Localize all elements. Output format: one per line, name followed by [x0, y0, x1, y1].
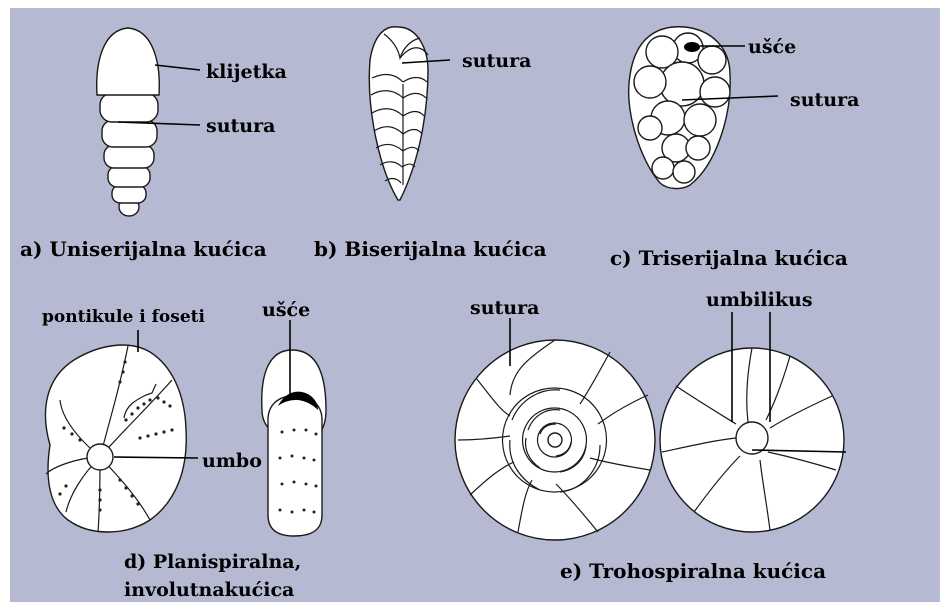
- label-sutura-e: sutura: [470, 297, 539, 319]
- label-sutura-c: sutura: [790, 89, 859, 111]
- planispiral-edge-view: [262, 350, 326, 536]
- caption-a: a) Uniserijalna kućica: [20, 237, 267, 261]
- label-sutura-a: sutura: [206, 115, 275, 137]
- label-sutura-b: sutura: [462, 50, 531, 72]
- caption-d-line2: involutnakućica: [124, 579, 294, 601]
- label-umbilikus: umbilikus: [706, 289, 813, 311]
- trochospiral-spiral-side: [455, 340, 655, 540]
- label-usce-d: ušće: [262, 299, 310, 321]
- label-usce-c: ušće: [748, 36, 796, 58]
- caption-b: b) Biserijalna kućica: [314, 237, 547, 261]
- biserial-shell: [369, 27, 428, 200]
- umbo-leader: [114, 457, 198, 458]
- caption-d-line1: d) Planispiralna,: [124, 551, 301, 573]
- klijetka-leader: [155, 65, 200, 70]
- trochospiral-umbilical-side: [660, 348, 844, 532]
- label-umbo: umbo: [202, 450, 262, 472]
- caption-e: e) Trohospiralna kućica: [560, 559, 826, 583]
- label-pontikule: pontikule i foseti: [42, 307, 205, 327]
- planispiral-side-view: [45, 345, 186, 532]
- triserial-shell: [629, 27, 730, 189]
- label-klijetka: klijetka: [206, 61, 287, 83]
- caption-c: c) Triserijalna kućica: [610, 246, 848, 270]
